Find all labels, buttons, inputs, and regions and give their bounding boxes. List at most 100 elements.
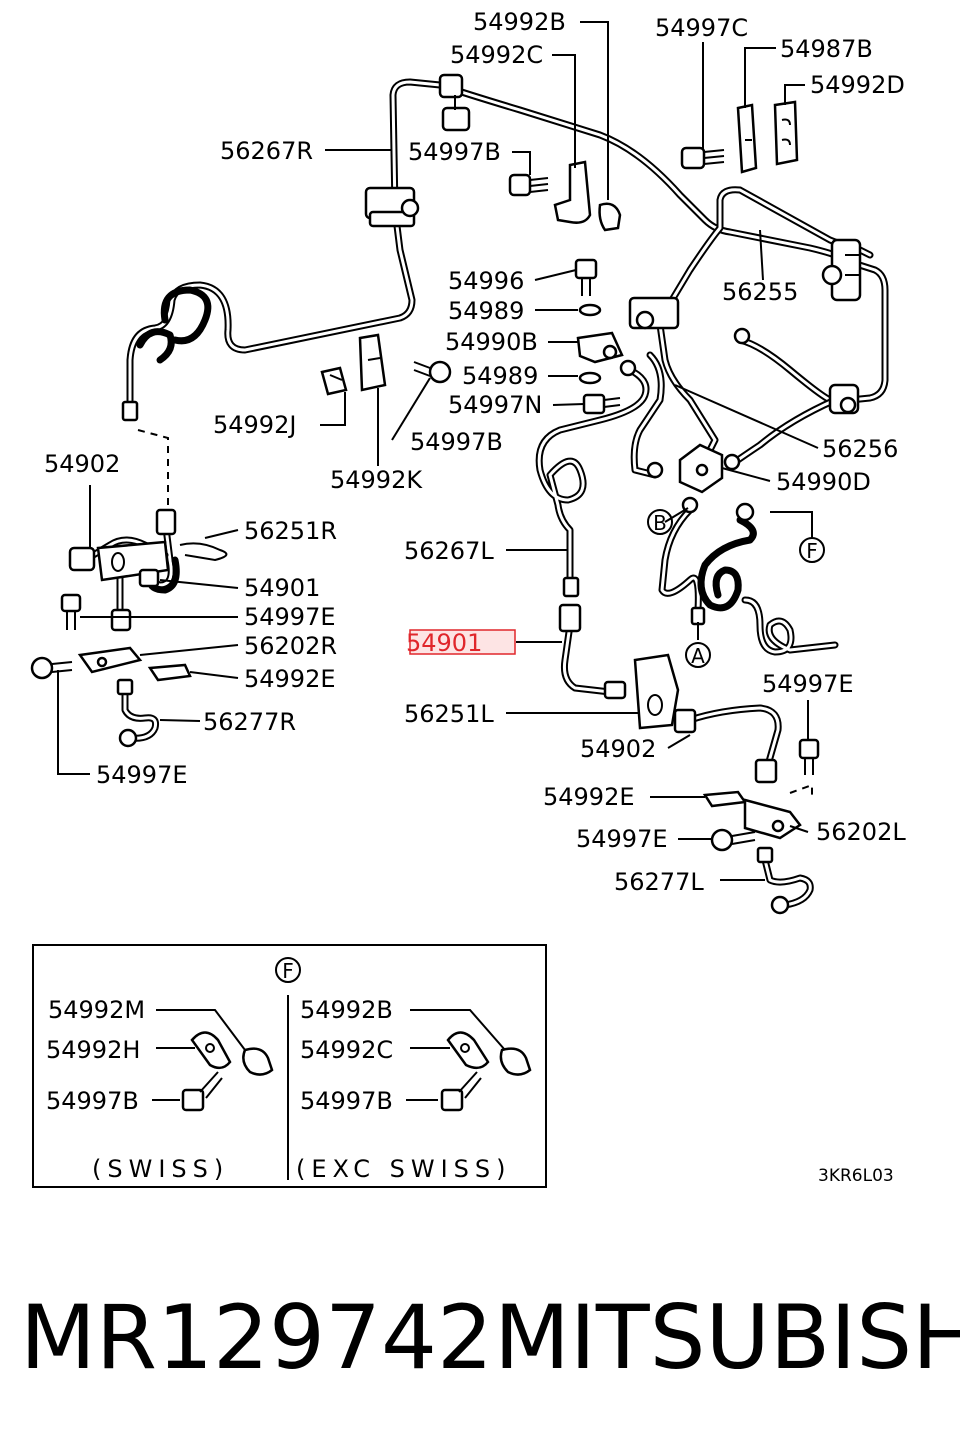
detail-left-bolt: 54997B xyxy=(46,1087,139,1115)
label-56277L: 56277L xyxy=(614,868,704,896)
label-54997E: 54997E xyxy=(762,670,854,698)
washer-part xyxy=(578,371,602,385)
svg-text:A: A xyxy=(691,644,705,668)
bracket-part xyxy=(633,653,680,730)
label-56202R: 56202R xyxy=(244,632,337,660)
bracket-part xyxy=(736,103,758,174)
label-56256: 56256 xyxy=(822,435,898,463)
label-54997B: 54997B xyxy=(410,428,503,456)
label-56251L: 56251L xyxy=(404,700,494,728)
detail-marker-f: F xyxy=(275,957,301,983)
svg-text:B: B xyxy=(653,511,667,535)
fitting-part xyxy=(770,895,790,915)
connector-part xyxy=(576,331,624,364)
clip-part xyxy=(446,1031,532,1076)
washer-part xyxy=(578,303,602,317)
label-56251R: 56251R xyxy=(244,517,337,545)
label-54992E: 54992E xyxy=(543,783,635,811)
clamp-part xyxy=(828,383,860,415)
bolt-part xyxy=(181,1071,223,1112)
fitting-part xyxy=(121,400,139,422)
detail-right-variant: (EXC SWISS) xyxy=(296,1155,511,1183)
bolt-part xyxy=(574,258,598,296)
label-54992E: 54992E xyxy=(244,665,336,693)
highlighted-part[interactable]: 54901 xyxy=(406,629,516,657)
hose-end-part xyxy=(673,708,697,734)
clip-part xyxy=(320,366,348,396)
hose-end-part xyxy=(155,508,177,536)
circle-markers: B F A xyxy=(647,509,825,668)
parts xyxy=(30,73,862,915)
fitting-part xyxy=(138,568,160,588)
bolt-part xyxy=(30,656,73,680)
fitting-part xyxy=(118,728,138,748)
diagram-code: 3KR6L03 xyxy=(818,1166,894,1186)
svg-text:F: F xyxy=(806,539,818,563)
bolt-part xyxy=(60,593,82,630)
fitting-part xyxy=(116,678,134,696)
label-54902: 54902 xyxy=(580,735,656,763)
label-54996: 54996 xyxy=(448,267,524,295)
label-54992J: 54992J xyxy=(213,411,296,439)
label-56277R: 56277R xyxy=(203,708,296,736)
label-54992C: 54992C xyxy=(450,41,543,69)
label-54997E: 54997E xyxy=(96,761,188,789)
label-56267L: 56267L xyxy=(404,537,494,565)
part-labels: 54992B 54992C 54997C 54987B 54992D 56267… xyxy=(44,8,906,896)
label-54989: 54989 xyxy=(448,297,524,325)
part-number-caption: MR129742 xyxy=(20,1286,493,1389)
fitting-part xyxy=(735,502,755,522)
label-54992K: 54992K xyxy=(330,466,423,494)
clip-part xyxy=(190,1031,274,1076)
label-54990B: 54990B xyxy=(445,328,538,356)
bolt-part xyxy=(798,738,820,775)
fitting-part xyxy=(756,846,774,864)
marker-f: F xyxy=(799,537,825,563)
label-54997C: 54997C xyxy=(655,14,748,42)
label-56267R: 56267R xyxy=(220,137,313,165)
fitting-part xyxy=(562,576,580,598)
brake-pipes xyxy=(81,78,889,909)
fitting-part xyxy=(603,680,627,700)
fitting-part xyxy=(646,461,664,479)
clamp-part xyxy=(821,238,862,302)
pipe-end xyxy=(179,542,228,562)
clamp-part xyxy=(438,73,471,132)
fitting-part xyxy=(690,606,706,626)
marker-b: B xyxy=(647,509,673,535)
label-54987B: 54987B xyxy=(780,35,873,63)
label-54901-highlight: 54901 xyxy=(406,629,482,657)
fitting-part xyxy=(723,453,741,471)
label-56202L: 56202L xyxy=(816,818,906,846)
bolt-part xyxy=(508,173,549,197)
fitting-part xyxy=(733,327,751,345)
label-54997E: 54997E xyxy=(244,603,336,631)
bolt-part xyxy=(582,393,621,415)
label-54997B: 54997B xyxy=(408,138,501,166)
detail-right-clip-outer: 54992B xyxy=(300,996,393,1024)
bolt-part xyxy=(440,1071,482,1112)
detail-left-clip-outer: 54992M xyxy=(48,996,145,1024)
marker-a: A xyxy=(685,642,711,668)
clip-part xyxy=(773,100,799,166)
bracket-part xyxy=(358,333,387,392)
fitting-part xyxy=(619,359,637,377)
hose-end-part xyxy=(68,546,96,572)
label-56255: 56255 xyxy=(722,278,798,306)
label-54992D: 54992D xyxy=(810,71,905,99)
bolt-part xyxy=(413,360,452,384)
hose-end-part xyxy=(558,603,582,633)
detail-left-variant: (SWISS) xyxy=(92,1155,229,1183)
bracket-part xyxy=(743,798,802,840)
label-54989: 54989 xyxy=(462,362,538,390)
bolt-part xyxy=(680,146,725,170)
label-54992B: 54992B xyxy=(473,8,566,36)
clamp-part xyxy=(628,296,680,330)
bracket-part xyxy=(77,646,143,674)
detail-left-clip-inner: 54992H xyxy=(46,1036,140,1064)
detail-box-f: F 54992M 54992H 54997B (SWISS) 54992B 54… xyxy=(32,944,547,1188)
label-54901: 54901 xyxy=(244,574,320,602)
label-54997N: 54997N xyxy=(448,391,542,419)
clip-part xyxy=(553,160,622,232)
